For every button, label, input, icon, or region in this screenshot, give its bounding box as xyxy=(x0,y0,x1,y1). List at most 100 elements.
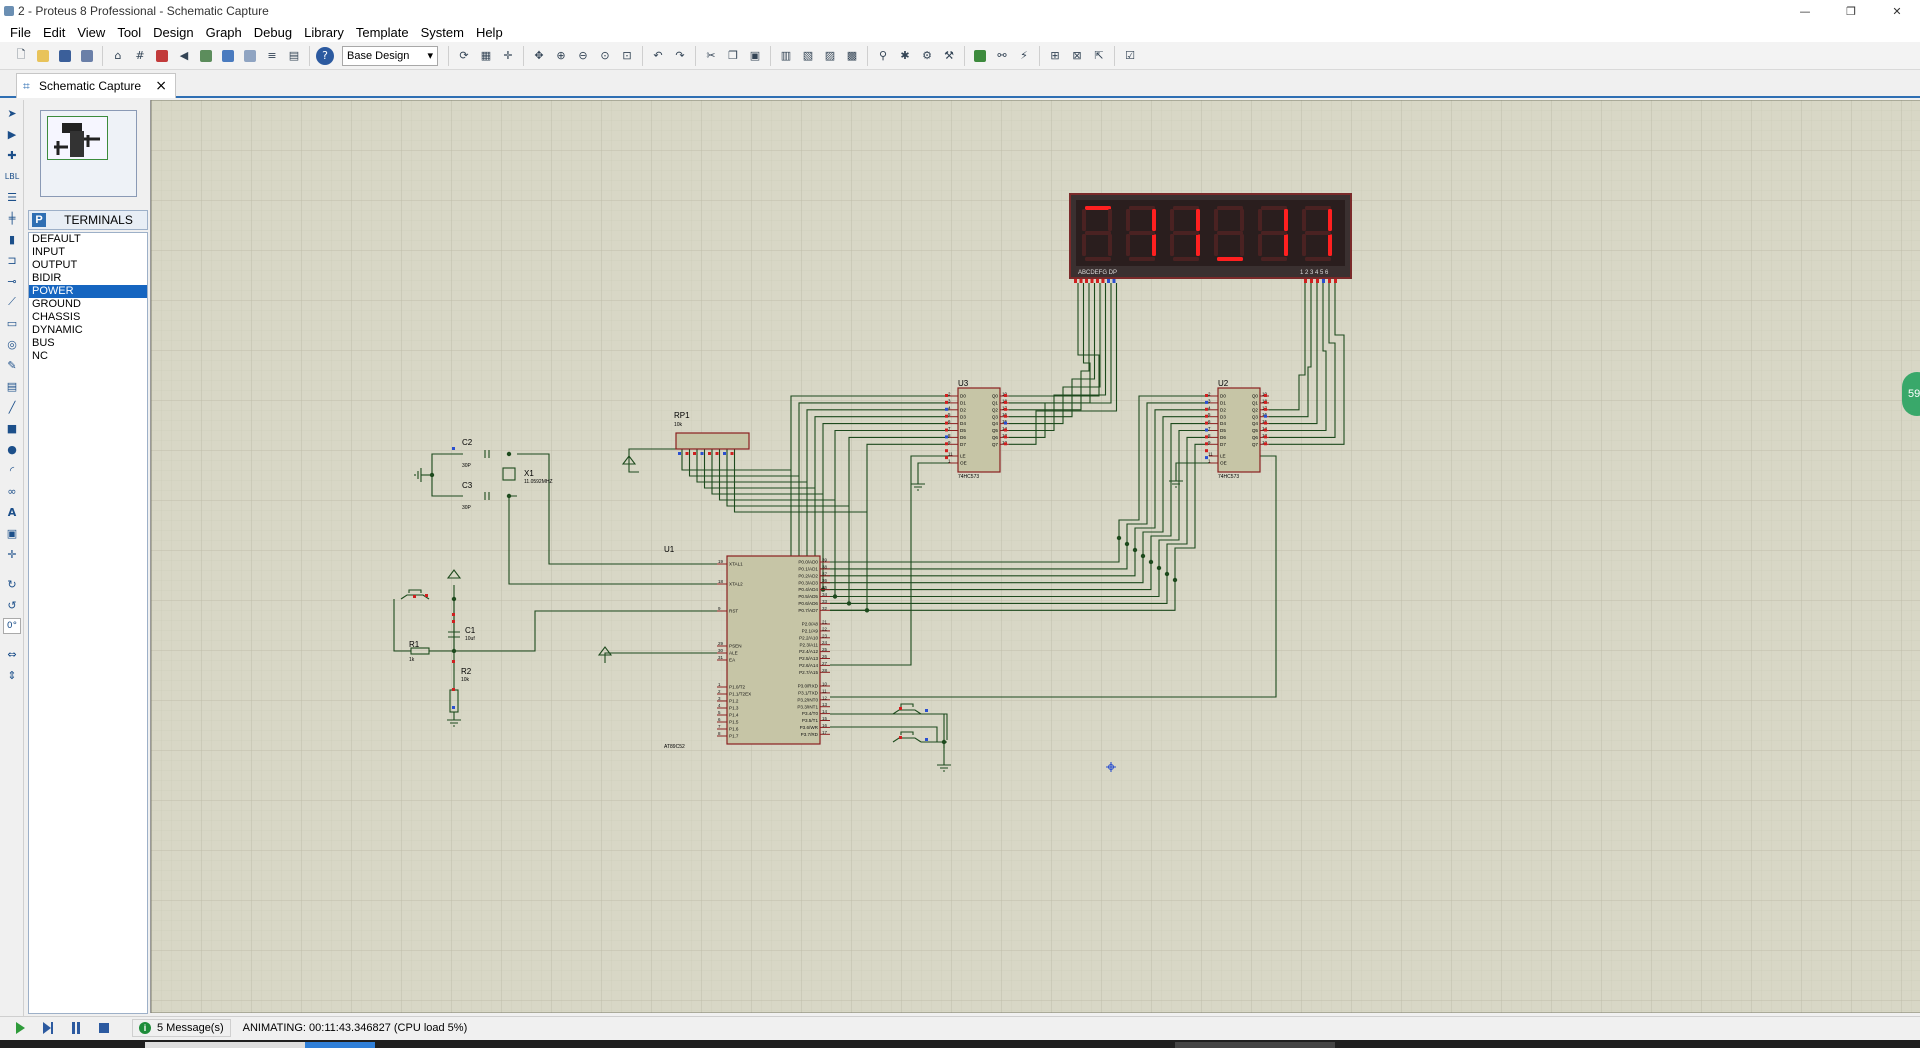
property-assignment-icon[interactable]: ⚡ xyxy=(1020,49,1028,62)
reset-circuit[interactable]: C1 10uf R1 1k R2 10k xyxy=(409,626,476,683)
terminal-item-dynamic[interactable]: DYNAMIC xyxy=(32,324,83,336)
stop-button[interactable] xyxy=(96,1020,112,1036)
junction-dot-icon[interactable]: ✚ xyxy=(7,148,17,162)
circle-tool-icon[interactable]: ● xyxy=(7,442,17,456)
pick-badge[interactable]: P xyxy=(32,213,46,227)
packaging-tool-icon[interactable]: ⚙ xyxy=(922,49,932,62)
zoom-area-icon[interactable]: ⊡ xyxy=(622,49,632,62)
rotate-anticlockwise-icon[interactable]: ↺ xyxy=(7,598,17,612)
play-button[interactable] xyxy=(12,1020,28,1036)
line-tool-icon[interactable]: ╱ xyxy=(8,400,16,414)
cut-icon[interactable]: ✂ xyxy=(706,49,716,62)
u1-microcontroller[interactable]: U1 AT89C52 19XTAL118XTAL29RST29PSEN30ALE… xyxy=(664,545,830,750)
selection-mode-icon[interactable]: ➤ xyxy=(7,106,17,120)
text-tool-icon[interactable]: A xyxy=(7,505,17,519)
menu-design[interactable]: Design xyxy=(153,24,194,40)
menu-system[interactable]: System xyxy=(420,24,464,40)
close-button[interactable]: ✕ xyxy=(1892,4,1902,18)
menu-tool[interactable]: Tool xyxy=(117,24,142,40)
tape-recorder-icon[interactable]: ▭ xyxy=(6,316,18,330)
pick-parts-icon[interactable]: ⚲ xyxy=(878,49,888,62)
remove-sheet-icon[interactable]: ⊠ xyxy=(1072,49,1082,62)
redo-icon[interactable]: ↷ xyxy=(675,49,685,62)
rotation-angle-field[interactable]: 0° xyxy=(3,618,21,634)
terminals-mode-icon[interactable]: ⊐ xyxy=(7,253,17,267)
text-script-icon[interactable]: ☰ xyxy=(7,190,17,204)
design-variant-select[interactable]: Base Design▾ xyxy=(342,45,438,66)
rp1-resistor-pack[interactable]: RP1 10k xyxy=(674,411,750,450)
new-file-icon[interactable]: 🗋 xyxy=(16,48,26,61)
graph-mode-icon[interactable]: ⟋ xyxy=(8,295,16,308)
menu-template[interactable]: Template xyxy=(355,24,409,40)
path-tool-icon[interactable]: ∞ xyxy=(7,484,17,498)
close-tab-icon[interactable]: × xyxy=(155,78,167,94)
seven-segment-display[interactable]: ABCDEFG DP 1 2 3 4 5 6 xyxy=(1069,193,1352,283)
open-folder-icon[interactable] xyxy=(34,47,52,65)
terminal-item-input[interactable]: INPUT xyxy=(32,246,65,258)
taskbar-item-active[interactable] xyxy=(305,1042,375,1048)
home-icon[interactable]: ⌂ xyxy=(114,49,122,62)
terminal-item-chassis[interactable]: CHASSIS xyxy=(32,311,81,323)
clock-circuit[interactable]: C2 30P C3 30P X1 11.0592MHZ xyxy=(462,438,553,511)
bus-icon[interactable]: ╪ xyxy=(8,211,16,225)
menu-view[interactable]: View xyxy=(77,24,106,40)
terminal-item-output[interactable]: OUTPUT xyxy=(32,259,78,271)
menu-help[interactable]: Help xyxy=(475,24,503,40)
side-notification-badge[interactable]: 59 xyxy=(1902,372,1920,416)
terminal-item-bidir[interactable]: BIDIR xyxy=(32,272,62,284)
terminal-item-ground[interactable]: GROUND xyxy=(32,298,81,310)
zoom-all-icon[interactable]: ⊙ xyxy=(600,49,610,62)
schematic-icon[interactable]: # xyxy=(135,49,145,62)
terminal-item-power[interactable]: POWER xyxy=(29,285,147,298)
gallery-icon[interactable] xyxy=(197,47,215,65)
grid-toggle-icon[interactable]: ▦ xyxy=(480,49,492,62)
terminal-item-nc[interactable]: NC xyxy=(32,350,48,362)
exit-to-parent-icon[interactable]: ⇱ xyxy=(1094,49,1104,62)
restore-button[interactable]: ❐ xyxy=(1846,4,1856,18)
virtual-instrument-icon[interactable]: ▤ xyxy=(6,379,18,393)
make-device-icon[interactable]: ✱ xyxy=(900,49,910,62)
wire-autorouter-icon[interactable] xyxy=(971,47,989,65)
back-icon[interactable]: ◀ xyxy=(179,49,189,62)
arc-tool-icon[interactable]: ◜ xyxy=(9,463,15,477)
menu-edit[interactable]: Edit xyxy=(42,24,66,40)
overview-viewport[interactable] xyxy=(47,116,108,160)
electrical-rule-check-icon[interactable]: ☑ xyxy=(1125,49,1135,62)
menu-graph[interactable]: Graph xyxy=(205,24,242,40)
wire-label-icon[interactable]: LBL xyxy=(4,171,20,181)
marker-tool-icon[interactable]: ✛ xyxy=(7,547,17,561)
box-tool-icon[interactable]: ■ xyxy=(6,421,18,435)
pause-button[interactable] xyxy=(68,1020,84,1036)
component-mode-icon[interactable]: ▶ xyxy=(7,127,17,141)
tab-schematic-capture[interactable]: ⌗ Schematic Capture × xyxy=(16,73,176,98)
origin-icon[interactable]: ✛ xyxy=(503,49,513,62)
block-move-icon[interactable]: ▧ xyxy=(802,49,814,62)
new-sheet-icon[interactable]: ⊞ xyxy=(1050,49,1060,62)
menu-file[interactable]: File xyxy=(10,24,31,40)
block-delete-icon[interactable]: ▩ xyxy=(846,49,858,62)
symbol-tool-icon[interactable]: ▣ xyxy=(6,526,18,540)
design-explorer-icon[interactable]: ≡ xyxy=(267,49,277,62)
source-code-icon[interactable] xyxy=(219,47,237,65)
pan-icon[interactable]: ✥ xyxy=(534,49,544,62)
decompose-icon[interactable]: ⚒ xyxy=(944,49,954,62)
minimize-button[interactable]: — xyxy=(1799,4,1811,18)
voltage-probe-icon[interactable]: ✎ xyxy=(7,358,17,372)
zoom-out-icon[interactable]: ⊖ xyxy=(578,49,588,62)
menu-debug[interactable]: Debug xyxy=(253,24,293,40)
generator-icon[interactable]: ◎ xyxy=(7,337,17,351)
overview-window[interactable] xyxy=(40,110,137,197)
notes-icon[interactable]: ▤ xyxy=(288,49,300,62)
device-pin-icon[interactable]: ⊸ xyxy=(7,274,17,288)
refresh-icon[interactable]: ⟳ xyxy=(459,49,469,62)
mirror-y-icon[interactable]: ⇕ xyxy=(7,668,17,682)
save-all-icon[interactable] xyxy=(78,47,96,65)
mirror-x-icon[interactable]: ⇔ xyxy=(7,647,17,661)
pcb-icon[interactable] xyxy=(153,47,171,65)
undo-icon[interactable]: ↶ xyxy=(653,49,663,62)
taskbar-item[interactable] xyxy=(1175,1042,1335,1048)
paste-icon[interactable]: ▣ xyxy=(749,49,761,62)
taskbar-item[interactable] xyxy=(145,1042,305,1048)
